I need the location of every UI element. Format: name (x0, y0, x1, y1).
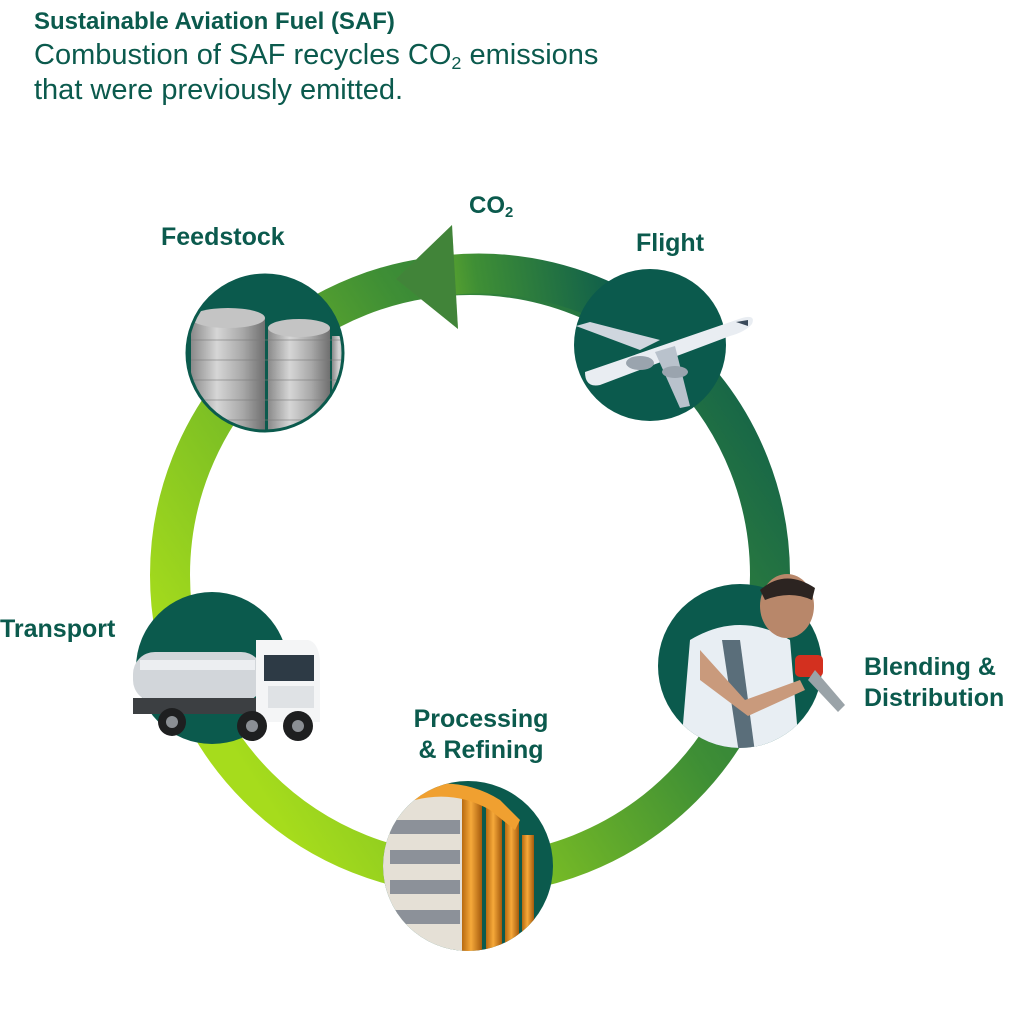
co2-text: CO (469, 192, 505, 219)
co2-arrow-head-shade (396, 225, 458, 329)
stage-feedstock-label: Feedstock (161, 223, 285, 251)
stage-blending-label: Blending & Distribution (864, 652, 1004, 714)
header: Sustainable Aviation Fuel (SAF) Combusti… (34, 6, 598, 108)
stage-processing-label: Processing & Refining (396, 704, 566, 766)
subtitle-text: Combustion of SAF recycles CO (34, 39, 452, 71)
subtitle-line-2: that were previously emitted. (34, 74, 404, 106)
stage-flight-label: Flight (636, 229, 705, 257)
feedstock-circle-border (185, 273, 345, 433)
stage-processing-line-2: & Refining (418, 736, 544, 764)
page-title: Sustainable Aviation Fuel (SAF) (34, 8, 395, 35)
stage-blending-line-2: Distribution (864, 684, 1005, 712)
subtitle: Combustion of SAF recycles CO2 emissions (34, 38, 598, 73)
refinery-image (383, 781, 553, 951)
fuel-worker-image (658, 574, 845, 748)
subtitle-subscript: 2 (451, 53, 462, 74)
stage-transport-label: Transport (0, 615, 116, 643)
subtitle-text-end: emissions (461, 39, 599, 71)
co2-subscript: 2 (505, 205, 514, 222)
airplane-image (574, 269, 753, 421)
stage-processing-line-1: Processing (413, 705, 549, 733)
stage-blending-line-1: Blending & (864, 653, 996, 681)
co2-arrow-head (396, 225, 458, 329)
tanker-truck-image (133, 592, 320, 744)
co2-label: CO2 (469, 190, 513, 221)
